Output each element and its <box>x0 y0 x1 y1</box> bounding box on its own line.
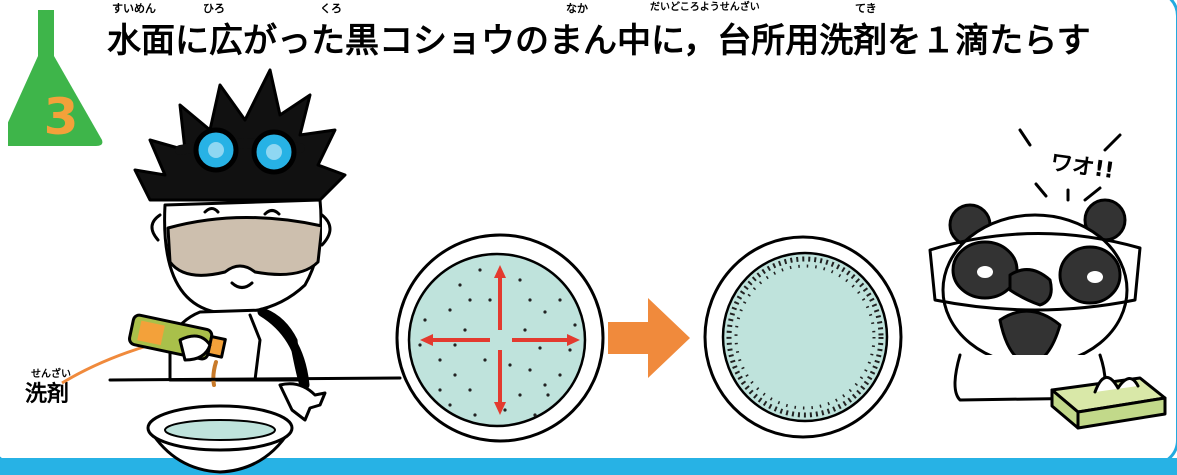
furigana-suimen: すいめん <box>112 2 156 15</box>
dish-spreading <box>395 233 605 443</box>
flask-icon <box>8 10 103 146</box>
spread-arrows <box>420 265 580 415</box>
detergent-callout-line <box>61 343 151 385</box>
panda-illustration <box>928 128 1167 430</box>
furigana-hiro: ひろ <box>203 2 225 15</box>
furigana-teki: てき <box>855 2 877 15</box>
bottom-band <box>0 458 1177 475</box>
detergent-label: 洗剤 <box>25 382 70 407</box>
boy-illustration <box>108 68 402 474</box>
step-number: 3 <box>43 88 79 146</box>
page-title: 水面に広がった黒コショウのまん中に，台所用洗剤を１滴たらす <box>107 19 1091 63</box>
dish-pushed <box>703 235 903 439</box>
furigana-naka: なか <box>566 2 588 15</box>
detergent-label-ruby: せんざい <box>31 369 71 380</box>
panda-exclamation: ワオ!! <box>1049 150 1116 184</box>
furigana-daidokoroyousenzai: だいどころようせんざい <box>650 2 760 13</box>
title-text: 水面に広がった黒コショウのまん中に，台所用洗剤を１滴たらす <box>107 21 1091 61</box>
arrow-right-icon <box>608 298 690 378</box>
furigana-kuro: くろ <box>320 2 342 15</box>
